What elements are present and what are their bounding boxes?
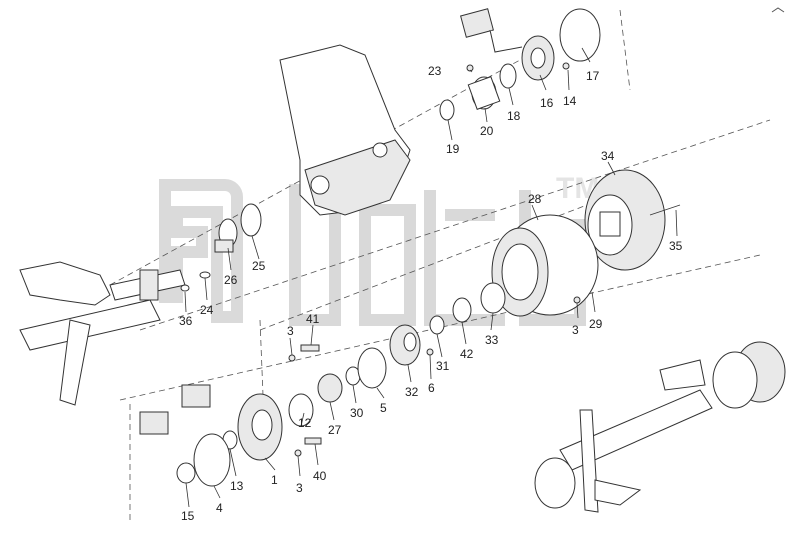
callout-41: 41 (306, 312, 320, 326)
callout-26: 26 (224, 273, 238, 287)
upper-parts-group (439, 8, 601, 121)
callout-29: 29 (589, 317, 603, 331)
leader-lines (184, 47, 678, 508)
callout-13: 13 (230, 479, 244, 493)
callout-6: 6 (428, 381, 435, 395)
lower-parts-group (139, 296, 581, 487)
callout-15: 15 (181, 509, 195, 523)
callout-3-bottom: 3 (296, 481, 303, 495)
callout-25: 25 (252, 259, 266, 273)
corner-mark-icon (771, 7, 785, 13)
callout-3-right: 3 (572, 323, 579, 337)
callout-35: 35 (669, 239, 683, 253)
callout-17: 17 (586, 69, 600, 83)
callout-3-top: 3 (287, 324, 294, 338)
callout-19: 19 (446, 142, 460, 156)
callout-24: 24 (200, 303, 214, 317)
callout-18: 18 (507, 109, 521, 123)
callout-32: 32 (405, 385, 419, 399)
callout-42: 42 (460, 347, 474, 361)
callout-40: 40 (313, 469, 327, 483)
inset-assembly (534, 341, 786, 513)
callout-16: 16 (540, 96, 554, 110)
callout-5: 5 (380, 401, 387, 415)
callout-36: 36 (179, 314, 193, 328)
hub-drum-group (429, 169, 681, 335)
left-hub-parts (180, 203, 262, 292)
part-callouts: 23 17 16 14 18 20 19 34 28 35 25 26 24 3… (179, 64, 683, 523)
callout-1: 1 (271, 473, 278, 487)
callout-20: 20 (480, 124, 494, 138)
callout-23: 23 (428, 64, 442, 78)
callout-34: 34 (601, 149, 615, 163)
callout-4: 4 (216, 501, 223, 515)
callout-12: 12 (298, 416, 312, 430)
callout-31: 31 (436, 359, 450, 373)
callout-27: 27 (328, 423, 342, 437)
callout-14: 14 (563, 94, 577, 108)
callout-33: 33 (485, 333, 499, 347)
frame-housing (279, 44, 411, 216)
callout-30: 30 (350, 406, 364, 420)
callout-28: 28 (528, 192, 542, 206)
left-shaft-assembly (19, 261, 186, 406)
